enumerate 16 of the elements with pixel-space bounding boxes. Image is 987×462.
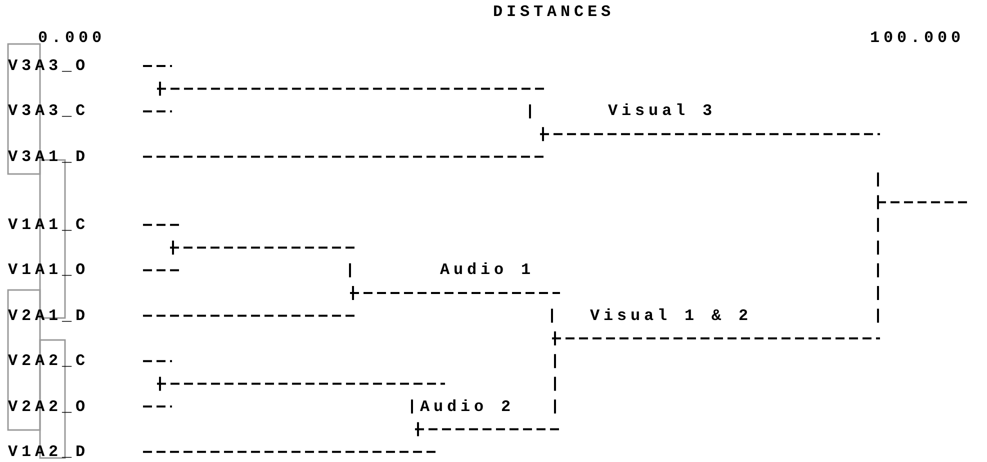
cluster-label: Visual 3 — [608, 102, 716, 120]
leaf-label: V1A1_O — [8, 261, 90, 280]
leaf-label: V3A3_C — [8, 102, 90, 120]
cluster-label: Audio 2 — [420, 398, 515, 416]
leaf-label: V2A2_O — [8, 398, 90, 416]
leaf-label: V3A1_D — [8, 148, 90, 166]
cluster-label: Visual 1 & 2 — [590, 306, 752, 325]
leaf-label: V3A3_O — [8, 57, 90, 75]
cluster-label: Audio 1 — [440, 261, 535, 280]
axis-tick-label: 100.000 — [870, 29, 965, 47]
axis-tick-label: 0.000 — [38, 29, 106, 47]
leaf-label: V1A2_D — [8, 442, 90, 461]
leaf-label: V2A1_D — [8, 306, 90, 325]
chart-title: DISTANCES — [493, 3, 615, 21]
leaf-label: V2A2_C — [8, 352, 90, 370]
leaf-label: V1A1_C — [8, 216, 90, 234]
